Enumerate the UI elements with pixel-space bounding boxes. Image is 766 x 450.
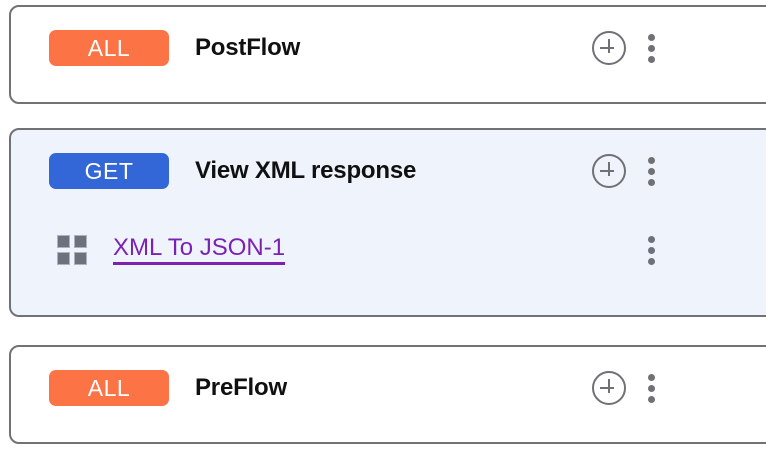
plus-circle-icon[interactable] [592,31,626,65]
flow-card-view-xml-response[interactable]: GET View XML response XML To JSON-1 [9,128,766,317]
flow-header-row[interactable]: GET View XML response [11,142,766,200]
policy-row-actions [648,235,655,265]
flow-title: PreFlow [195,374,287,401]
flow-title: View XML response [195,157,417,184]
flow-row-actions [592,31,655,65]
policy-row[interactable]: XML To JSON-1 [11,224,766,276]
grid-policy-icon [57,235,87,265]
kebab-menu-icon[interactable] [648,235,655,265]
flow-title: PostFlow [195,34,301,61]
plus-circle-icon[interactable] [592,371,626,405]
flow-row-actions [592,371,655,405]
flow-header-row[interactable]: ALL PostFlow [11,19,766,77]
method-badge-all: ALL [49,30,169,66]
flow-card-preflow[interactable]: ALL PreFlow [9,345,766,444]
plus-circle-icon[interactable] [592,154,626,188]
flow-card-postflow[interactable]: ALL PostFlow [9,5,766,104]
flow-row-actions [592,154,655,188]
kebab-menu-icon[interactable] [648,156,655,186]
method-badge-all: ALL [49,370,169,406]
flow-header-row[interactable]: ALL PreFlow [11,359,766,417]
method-badge-get: GET [49,153,169,189]
kebab-menu-icon[interactable] [648,33,655,63]
kebab-menu-icon[interactable] [648,373,655,403]
policy-link-xml-to-json[interactable]: XML To JSON-1 [113,235,286,265]
